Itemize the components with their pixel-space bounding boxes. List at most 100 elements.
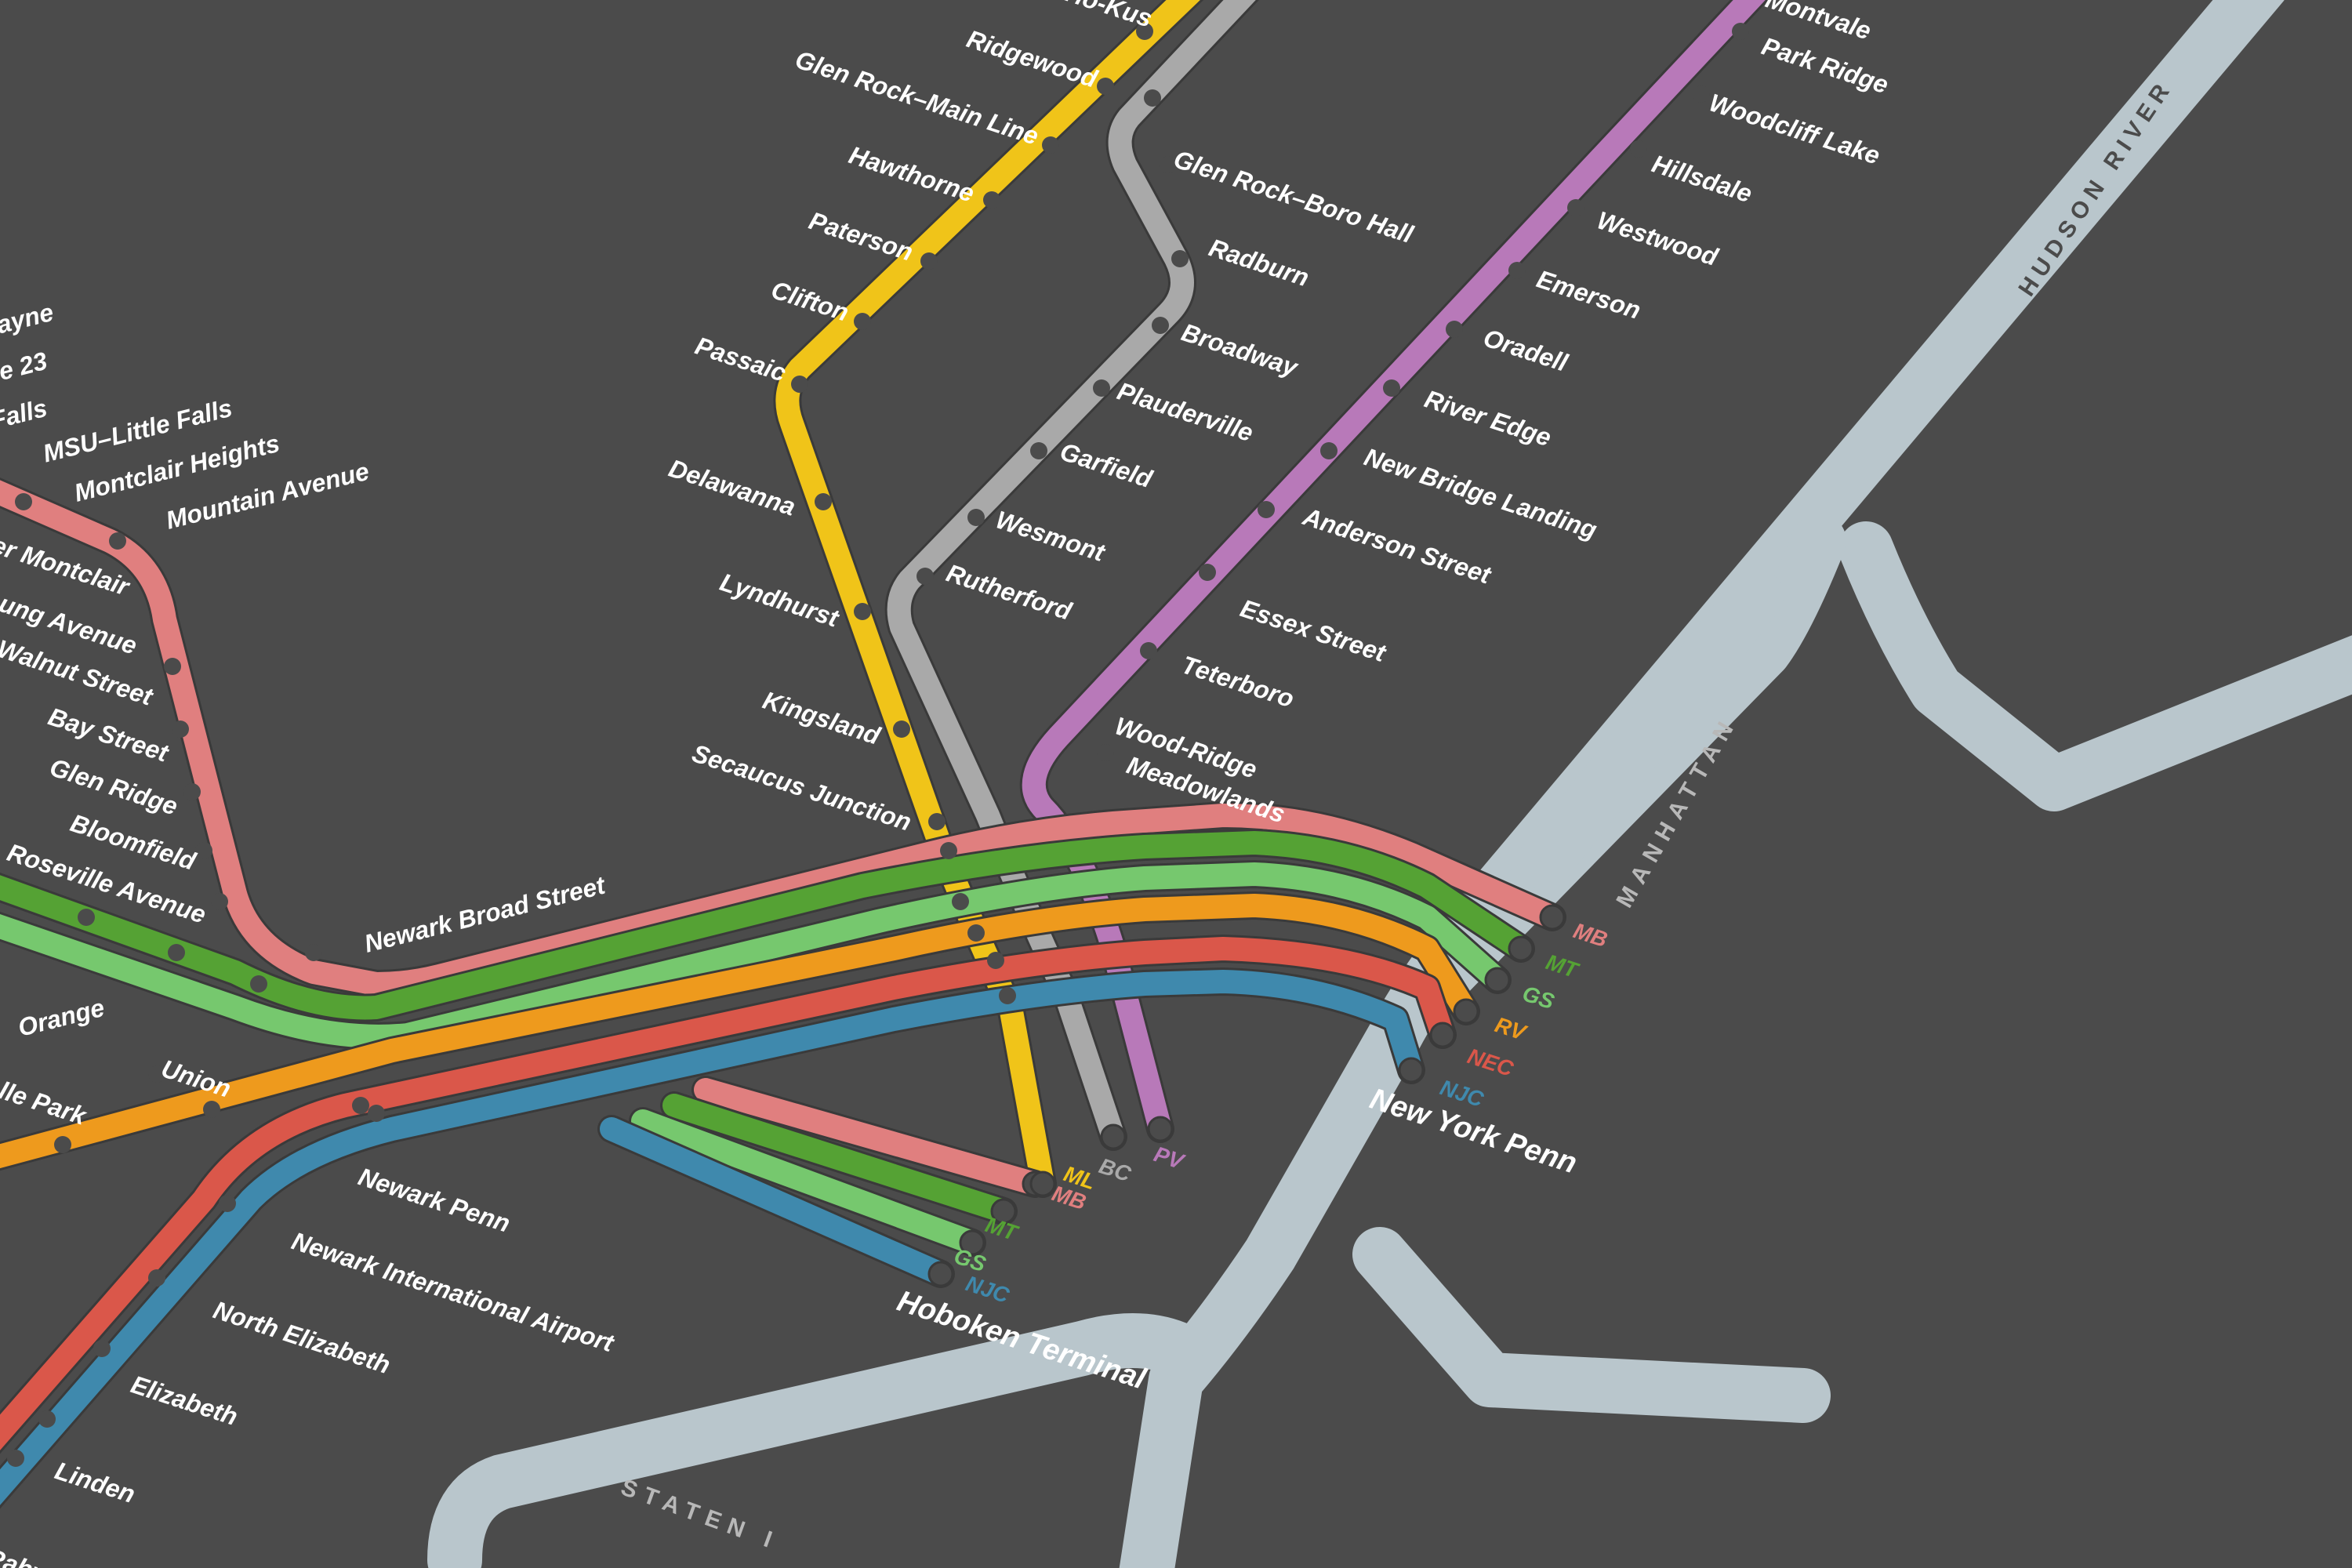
terminal-end-gs[interactable] [1484, 967, 1511, 993]
station-stop[interactable] [1567, 199, 1584, 216]
line-mt[interactable] [0, 831, 1533, 1020]
station-glen-rock-boro-hall[interactable]: Glen Rock–Boro Hall [1171, 144, 1417, 249]
station-river-edge[interactable]: River Edge [1421, 384, 1555, 452]
terminal-end-gs[interactable] [959, 1229, 985, 1256]
station-stop[interactable] [893, 720, 910, 738]
station-stop[interactable] [219, 1195, 236, 1212]
station-stop[interactable] [983, 191, 1000, 209]
station-stop[interactable] [854, 603, 871, 620]
station-plauderville[interactable]: Plauderville [1114, 376, 1257, 447]
station-essex-street[interactable]: Essex Street [1237, 593, 1390, 667]
station-wesmont[interactable]: Wesmont [993, 505, 1109, 567]
station-stop[interactable] [7, 1450, 24, 1467]
station-oradell[interactable]: Oradell [1480, 323, 1572, 377]
station-stop[interactable] [1171, 250, 1189, 267]
station-stop[interactable] [368, 1105, 385, 1122]
station-stop[interactable] [1097, 744, 1114, 761]
line-njc[interactable] [600, 1117, 953, 1286]
terminal-end-njc[interactable] [927, 1261, 954, 1287]
station-stop[interactable] [1693, 85, 1710, 103]
line-mb[interactable] [694, 1078, 1047, 1196]
station-delawanna[interactable]: Delawanna [666, 454, 799, 521]
station-stop[interactable] [203, 1101, 220, 1118]
station-stop[interactable] [854, 313, 871, 330]
station-rahway[interactable]: Rahway [0, 1542, 83, 1568]
station-stop[interactable] [999, 987, 1016, 1004]
station-stop[interactable] [1258, 501, 1275, 518]
station-elizabeth[interactable]: Elizabeth [128, 1370, 241, 1431]
station-stop[interactable] [172, 720, 189, 738]
station-broadway[interactable]: Broadway [1178, 318, 1303, 382]
terminal-end-mb[interactable] [1539, 904, 1566, 931]
station-stop[interactable] [1508, 262, 1526, 279]
station-newark-penn[interactable]: Newark Penn [355, 1162, 514, 1237]
station-stop[interactable] [1144, 89, 1161, 107]
station-stop[interactable] [916, 568, 934, 585]
station-stop[interactable] [1320, 442, 1338, 459]
station-stop[interactable] [183, 783, 201, 800]
station-stop[interactable] [1140, 642, 1157, 659]
station-paterson[interactable]: Paterson [806, 206, 916, 267]
station-emerson[interactable]: Emerson [1534, 264, 1644, 325]
station-stop[interactable] [38, 1410, 56, 1428]
station-teterboro[interactable]: Teterboro [1178, 650, 1298, 713]
station-clifton[interactable]: Clifton [768, 275, 851, 327]
station-passaic[interactable]: Passaic [691, 332, 789, 387]
station-stop[interactable] [168, 944, 185, 961]
station-wayne[interactable]: Wayne [0, 298, 56, 345]
station-stop[interactable] [93, 1340, 111, 1357]
station-stop[interactable] [967, 924, 985, 942]
station-hawthorne[interactable]: Hawthorne [846, 140, 978, 207]
terminal-end-nec[interactable] [1429, 1022, 1456, 1048]
station-stop[interactable] [250, 975, 267, 993]
station-stop[interactable] [1199, 564, 1216, 581]
station-stop[interactable] [211, 893, 228, 910]
station-stop[interactable] [1042, 136, 1059, 154]
line-mt[interactable] [662, 1094, 1015, 1223]
station-stop[interactable] [352, 1097, 369, 1114]
station-garfield[interactable]: Garfield [1057, 437, 1157, 493]
station-stop[interactable] [1446, 321, 1463, 338]
station-ridgewood[interactable]: Ridgewood [964, 24, 1102, 93]
station-linden[interactable]: Linden [52, 1456, 139, 1508]
station-ho-ho-kus[interactable]: Ho-Ho-Kus [1022, 0, 1156, 33]
line-gs[interactable] [631, 1109, 984, 1254]
station-stop[interactable] [987, 952, 1004, 969]
line-rv[interactable] [0, 894, 1478, 1169]
station-stop[interactable] [195, 842, 212, 859]
line-gs[interactable] [0, 862, 1509, 1048]
station-lyndhurst[interactable]: Lyndhurst [717, 568, 843, 633]
station-stop[interactable] [1093, 379, 1110, 397]
station-radburn[interactable]: Radburn [1206, 233, 1312, 292]
station-woodcliff-lake[interactable]: Woodcliff Lake [1706, 88, 1883, 169]
station-stop[interactable] [54, 1136, 71, 1153]
station-orange[interactable]: Orange [15, 993, 107, 1042]
station-stop[interactable] [791, 376, 808, 393]
station-stop[interactable] [815, 493, 832, 510]
station-park-ridge[interactable]: Park Ridge [1759, 31, 1892, 99]
station-rutherford[interactable]: Rutherford [943, 558, 1076, 626]
station-stop[interactable] [952, 893, 969, 910]
station-stop[interactable] [967, 509, 985, 526]
station-stop[interactable] [1097, 78, 1114, 95]
station-kingsland[interactable]: Kingsland [760, 686, 885, 750]
station-stop[interactable] [1030, 442, 1047, 459]
station-stop[interactable] [1383, 379, 1400, 397]
station-stop[interactable] [928, 813, 946, 830]
station-stop[interactable] [1136, 23, 1153, 40]
station-stop[interactable] [1160, 156, 1177, 173]
terminal-end-bc[interactable] [1100, 1123, 1127, 1150]
station-secaucus-junction[interactable]: Secaucus Junction [688, 739, 914, 836]
line-njc[interactable] [0, 970, 1423, 1505]
station-stop[interactable] [15, 493, 32, 510]
station-hillsdale[interactable]: Hillsdale [1649, 149, 1755, 208]
station-stop[interactable] [148, 1269, 165, 1287]
station-stop[interactable] [1630, 140, 1647, 158]
station-westwood[interactable]: Westwood [1594, 205, 1722, 271]
station-stop[interactable] [1732, 23, 1749, 40]
station-stop[interactable] [78, 909, 95, 926]
station-stop[interactable] [164, 658, 181, 675]
station-stop[interactable] [305, 944, 322, 961]
terminal-end-mt[interactable] [990, 1198, 1017, 1225]
station-stop[interactable] [940, 842, 957, 859]
